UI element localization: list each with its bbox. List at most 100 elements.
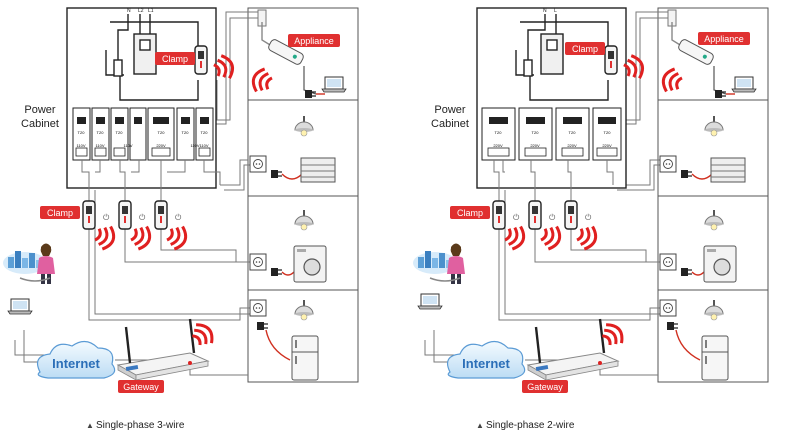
right-heater-icon bbox=[710, 157, 746, 183]
left-outlet-icon bbox=[249, 155, 267, 173]
breaker bbox=[195, 107, 214, 161]
breaker bbox=[481, 107, 516, 161]
breaker-amps: T20 bbox=[532, 130, 540, 135]
left-power-cabinet-line1: Power bbox=[24, 104, 56, 116]
power-symbol-icon: ⏻ bbox=[103, 213, 110, 222]
left-washer-icon bbox=[293, 245, 327, 283]
left-breaker-row: T20 110V T20 110V T20 110V T20 220V T20 … bbox=[72, 107, 214, 161]
right-caption-arrow-icon: ▲ bbox=[476, 421, 484, 430]
left-bulb-icon bbox=[294, 299, 314, 321]
right-wave-1-icon bbox=[501, 221, 529, 253]
breaker-volts: 220V bbox=[493, 143, 503, 148]
right-wave-2-icon bbox=[537, 221, 565, 253]
power-symbol-icon: ⏻ bbox=[549, 213, 556, 222]
left-wave-1-icon bbox=[91, 221, 119, 253]
left-bulb-icon bbox=[294, 209, 314, 231]
left-gateway-tag: Gateway bbox=[118, 380, 164, 393]
left-internet-label: Internet bbox=[52, 356, 100, 371]
right-wire-label-l: L bbox=[554, 8, 557, 14]
left-plug-icon bbox=[256, 321, 269, 331]
left-appliance-tag: Appliance bbox=[288, 34, 340, 47]
left-plug-icon bbox=[270, 267, 283, 277]
breaker-volts: 110V bbox=[123, 143, 132, 148]
breaker-amps: T20 bbox=[116, 130, 124, 135]
left-top-clamp-icon bbox=[194, 45, 208, 75]
right-top-clamp-icon bbox=[604, 45, 618, 75]
right-clamp-top-label: Clamp bbox=[572, 44, 598, 54]
power-symbol-icon: ⏻ bbox=[513, 213, 520, 222]
left-wire-label-l2: L2 bbox=[138, 8, 144, 14]
right-appliance-plug-icon bbox=[678, 39, 714, 65]
right-appliance-wave-icon bbox=[658, 65, 686, 97]
right-plug-icon bbox=[680, 267, 693, 277]
breaker bbox=[129, 107, 147, 161]
right-internet-label: Internet bbox=[462, 356, 510, 371]
breaker-volts: 220V bbox=[530, 143, 540, 148]
right-power-cabinet-line1: Power bbox=[434, 104, 466, 116]
breaker-amps: T20 bbox=[201, 130, 209, 135]
breaker-volts: 110V bbox=[199, 143, 208, 148]
right-outlet-icon bbox=[659, 253, 677, 271]
right-plug-icon bbox=[666, 321, 679, 331]
right-clamp-bottom-label: Clamp bbox=[457, 208, 483, 218]
left-caption: Single-phase 3-wire bbox=[96, 420, 185, 431]
power-symbol-icon: ⏻ bbox=[139, 213, 146, 222]
left-diagram: N L2 L1 Clamp T20 110V T20 110V T20 110V… bbox=[3, 7, 359, 431]
left-appliance-plug-icon bbox=[268, 39, 304, 65]
left-wire-label-n: N bbox=[127, 8, 131, 14]
left-outlet-icon bbox=[249, 299, 267, 317]
right-internet-cloud: Internet bbox=[447, 340, 526, 379]
left-gateway-router-icon bbox=[116, 317, 210, 382]
breaker-volts: 110V bbox=[76, 143, 85, 148]
breaker bbox=[72, 107, 91, 161]
right-fridge-icon bbox=[701, 335, 729, 381]
left-wire-label-l1: L1 bbox=[148, 8, 154, 14]
left-wiring bbox=[14, 11, 262, 376]
right-bulb-icon bbox=[704, 115, 724, 137]
right-clamp-2-icon bbox=[528, 200, 542, 230]
left-heater-icon bbox=[300, 157, 336, 183]
right-wave-3-icon bbox=[573, 221, 601, 253]
right-gateway-tag: Gateway bbox=[522, 380, 568, 393]
breaker bbox=[592, 107, 622, 161]
right-breaker-row: T20 220V T20 220V T20 220V T20 220V bbox=[481, 107, 622, 161]
right-appliance-tag: Appliance bbox=[698, 32, 750, 45]
right-user-laptop-icon bbox=[417, 293, 443, 310]
breaker-amps: T20 bbox=[604, 130, 612, 135]
right-wire-label-n: N bbox=[543, 8, 547, 14]
left-bulb-icon bbox=[294, 115, 314, 137]
breaker bbox=[555, 107, 590, 161]
right-cabinet-internals bbox=[515, 14, 609, 101]
breaker-volts: 220V bbox=[156, 143, 166, 148]
right-gateway-label: Gateway bbox=[527, 382, 563, 392]
right-clamp-3-icon bbox=[564, 200, 578, 230]
breaker-volts: 110V bbox=[190, 143, 199, 148]
left-internet-cloud: Internet bbox=[37, 340, 116, 379]
left-user-icon bbox=[36, 243, 56, 285]
left-wave-2-icon bbox=[127, 221, 155, 253]
right-plug-icon bbox=[680, 169, 693, 179]
breaker-amps: T20 bbox=[78, 130, 86, 135]
right-user-icon bbox=[446, 243, 466, 285]
breaker-amps: T20 bbox=[158, 130, 166, 135]
right-power-cabinet-line2: Cabinet bbox=[431, 118, 469, 130]
breaker-volts: 220V bbox=[567, 143, 577, 148]
left-clamp-bottom-tag: Clamp bbox=[40, 206, 80, 219]
left-clamp-top-label: Clamp bbox=[162, 54, 188, 64]
right-outlet-icon bbox=[659, 155, 677, 173]
right-caption: Single-phase 2-wire bbox=[486, 420, 575, 431]
breaker-amps: T20 bbox=[182, 130, 190, 135]
left-appliance-wave-icon bbox=[248, 65, 276, 97]
left-appliance-laptop-icon bbox=[321, 76, 347, 93]
left-caption-arrow-icon: ▲ bbox=[86, 421, 94, 430]
right-gateway-router-icon bbox=[526, 317, 620, 382]
breaker bbox=[147, 107, 175, 161]
breaker-amps: T20 bbox=[97, 130, 105, 135]
left-gateway-label: Gateway bbox=[123, 382, 159, 392]
right-clamp-bottom-tag: Clamp bbox=[450, 206, 490, 219]
left-clamp-2-icon bbox=[118, 200, 132, 230]
left-power-cabinet-line2: Cabinet bbox=[21, 118, 59, 130]
right-outlet-icon bbox=[659, 299, 677, 317]
right-clamp-top-tag: Clamp bbox=[565, 42, 605, 55]
